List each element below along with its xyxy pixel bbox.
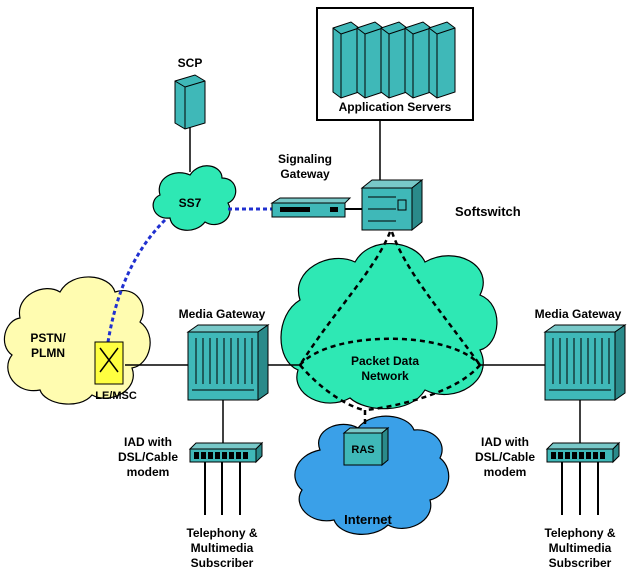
pstn-plmn-cloud: [3, 276, 151, 405]
subscriber-left-label-3: Subscriber: [191, 556, 254, 570]
iad-right-label-1: IAD with: [481, 435, 529, 449]
media-gateway-right-label: Media Gateway: [535, 307, 622, 321]
server-rack-group: [332, 21, 456, 99]
iad-right-label-2: DSL/Cable: [475, 450, 535, 464]
ss7-label: SS7: [179, 196, 202, 210]
ss7-lemsc-link: [106, 218, 167, 343]
le-msc-label: LE/MSC: [95, 390, 137, 402]
internet-label: Internet: [344, 512, 392, 527]
scp-label: SCP: [178, 56, 203, 70]
packet-data-network-cloud: [280, 243, 498, 410]
le-msc-switch: [94, 341, 124, 385]
softswitch: [360, 178, 424, 232]
iad-left-label-2: DSL/Cable: [118, 450, 178, 464]
signaling-gateway-label-1: Signaling: [278, 152, 332, 166]
scp-server: [174, 74, 206, 130]
media-gateway-left-label: Media Gateway: [179, 307, 266, 321]
application-servers: Application Servers: [316, 7, 474, 121]
server-icon: [404, 21, 432, 99]
iad-right-label-3: modem: [484, 465, 527, 479]
packet-data-label-2: Network: [361, 369, 409, 383]
subscriber-right-label-1: Telephony &: [544, 526, 615, 540]
cloud-shape: [3, 276, 151, 405]
iad-right: [545, 441, 621, 464]
pstn-label-2: PLMN: [31, 346, 65, 360]
server-icon: [174, 74, 206, 130]
app-servers-label: Application Servers: [339, 100, 452, 114]
packet-data-label-1: Packet Data: [351, 354, 419, 368]
iad-left: [188, 441, 264, 464]
cloud-shape: [152, 165, 237, 231]
server-icon: [332, 21, 360, 99]
server-icon: [380, 21, 408, 99]
media-gateway-left: [186, 324, 270, 401]
signaling-gateway: [270, 197, 352, 218]
cloud-shape: [294, 415, 450, 535]
softswitch-label: Softswitch: [455, 204, 521, 219]
pstn-label-1: PSTN/: [30, 331, 66, 345]
subscriber-right-label-2: Multimedia: [549, 541, 612, 555]
ss7-cloud: [152, 165, 237, 231]
server-icon: [428, 21, 456, 99]
iad-left-label-3: modem: [127, 465, 170, 479]
internet-cloud: [294, 415, 450, 535]
cloud-shape: [280, 243, 498, 410]
signaling-gateway-label-2: Gateway: [280, 167, 330, 181]
ras-device: [342, 426, 390, 467]
subscriber-left-label-2: Multimedia: [191, 541, 254, 555]
server-icon: [356, 21, 384, 99]
subscriber-left-label-1: Telephony &: [186, 526, 257, 540]
ras-label: RAS: [351, 444, 374, 456]
iad-left-label-1: IAD with: [124, 435, 172, 449]
links: [106, 120, 599, 515]
subscriber-right-label-3: Subscriber: [549, 556, 612, 570]
media-gateway-right: [543, 324, 627, 401]
packet-network-mesh: [298, 231, 482, 430]
